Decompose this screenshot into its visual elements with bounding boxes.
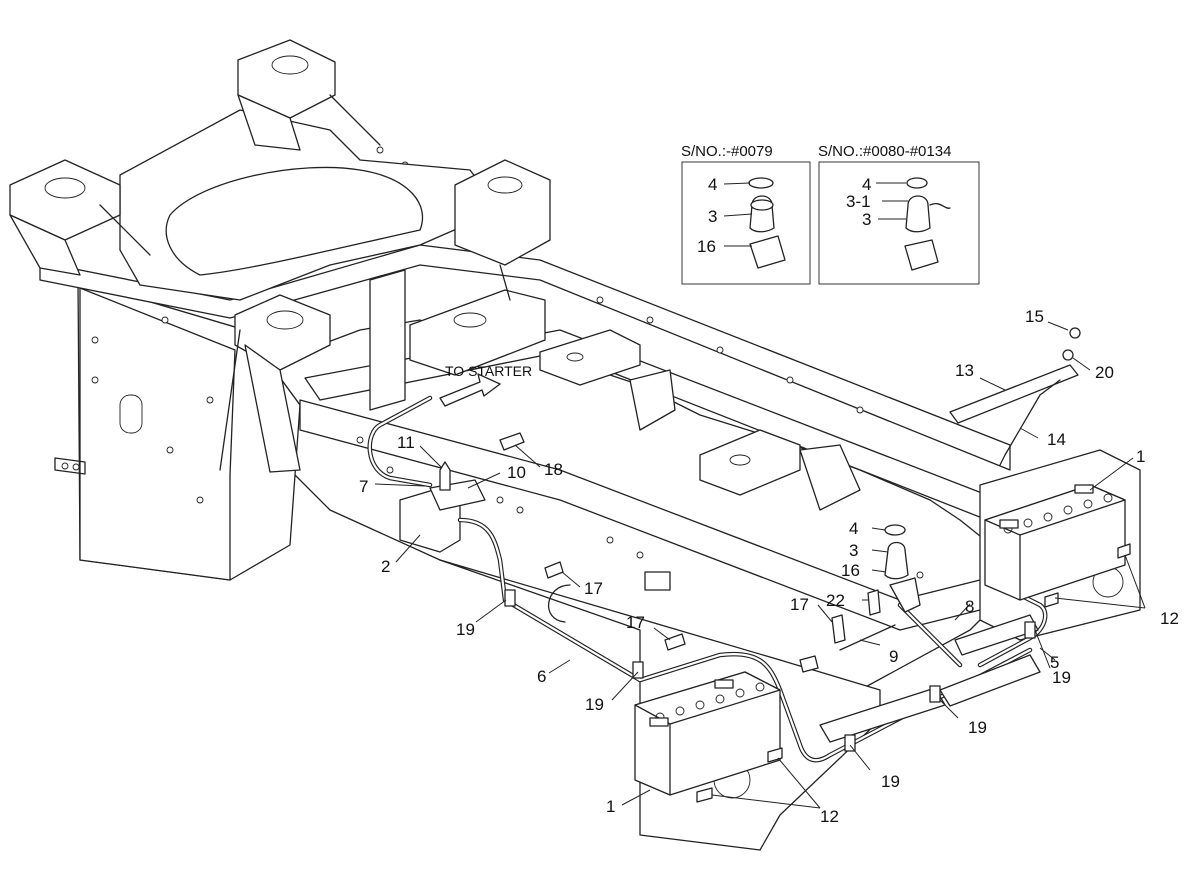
battery-rear — [984, 484, 1126, 601]
callout-4: 4 — [708, 175, 717, 194]
inset-early-serial — [681, 161, 811, 285]
note-to-starter: TO STARTER — [445, 363, 532, 379]
fasteners — [544, 561, 896, 673]
callout-2: 2 — [381, 557, 390, 576]
callout-16: 16 — [697, 237, 716, 256]
callout-20: 20 — [1095, 363, 1114, 382]
callout-17: 17 — [626, 613, 645, 632]
callout-8: 8 — [965, 597, 974, 616]
callout-1: 1 — [1136, 447, 1145, 466]
callout-16: 16 — [841, 561, 860, 580]
to-starter-arrow — [439, 373, 501, 407]
callout-17: 17 — [584, 579, 603, 598]
callout-11: 11 — [397, 433, 415, 452]
cable-protector-tubes — [819, 614, 1041, 743]
leader-lines — [374, 182, 1146, 809]
callout-1: 1 — [606, 797, 615, 816]
callout-19: 19 — [968, 718, 987, 737]
callout-12: 12 — [820, 807, 839, 826]
callout-3: 3 — [862, 210, 871, 229]
callout-3: 3 — [849, 541, 858, 560]
callout-6: 6 — [537, 667, 546, 686]
inset-right-title: S/NO.:#0080-#0134 — [818, 143, 951, 160]
callout-4: 4 — [862, 175, 871, 194]
callout-10: 10 — [507, 463, 526, 482]
inset-left-title: S/NO.:-#0079 — [681, 143, 773, 160]
callout-3-1: 3-1 — [846, 192, 871, 211]
callout-4: 4 — [849, 519, 858, 538]
inset-later-serial — [818, 161, 980, 285]
callout-13: 13 — [955, 361, 974, 380]
callout-5: 5 — [1050, 653, 1059, 672]
callout-19: 19 — [881, 772, 900, 791]
battery-front — [634, 671, 781, 796]
callout-labels: S/NO.:-#0079 S/NO.:#0080-#0134 TO STARTE… — [359, 143, 1179, 826]
battery-hold-bar — [949, 327, 1081, 466]
callout-12: 12 — [1160, 609, 1179, 628]
callout-19: 19 — [456, 620, 475, 639]
callout-19: 19 — [585, 695, 604, 714]
callout-19: 19 — [1052, 668, 1071, 687]
relay-fuse-box — [429, 432, 525, 511]
callout-14: 14 — [1047, 430, 1066, 449]
callout-9: 9 — [889, 647, 898, 666]
callout-22: 22 — [826, 591, 845, 610]
callout-17: 17 — [790, 595, 809, 614]
callout-7: 7 — [359, 477, 368, 496]
callout-15: 15 — [1025, 307, 1044, 326]
callout-3: 3 — [708, 207, 717, 226]
callout-18: 18 — [544, 460, 563, 479]
upper-frame — [9, 39, 551, 473]
